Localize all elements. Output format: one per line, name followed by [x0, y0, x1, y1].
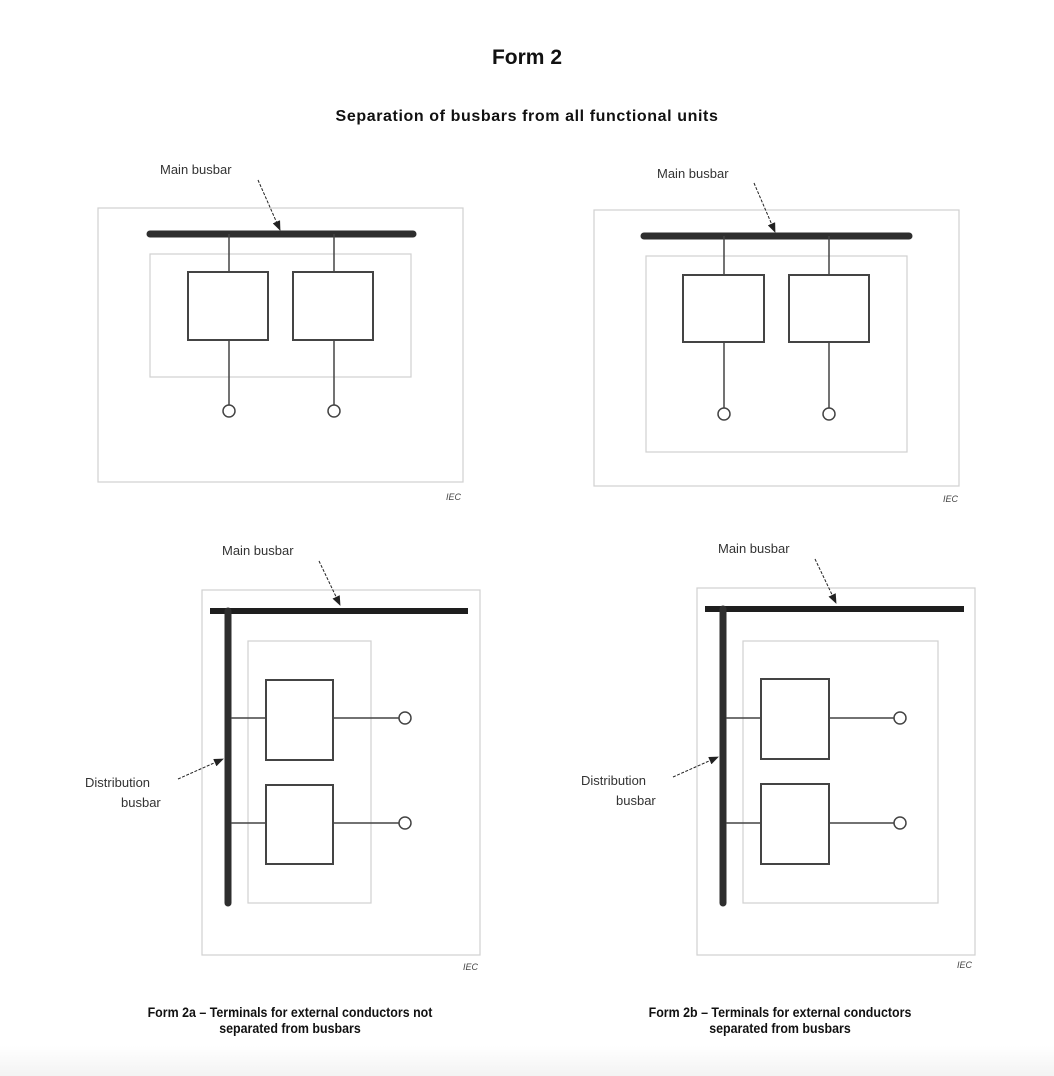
caption-form2b: Form 2b – Terminals for external conduct… [564, 1005, 996, 1037]
functional-unit-box [760, 678, 830, 760]
terminal-icon [893, 816, 907, 830]
caption-form2b-line1: Form 2b – Terminals for external conduct… [648, 1005, 912, 1020]
functional-unit-box [682, 274, 765, 343]
distribution-busbar-label: busbar [616, 793, 656, 808]
functional-unit-compartment [742, 640, 939, 904]
main-busbar-arrow [814, 558, 837, 604]
distribution-busbar-label: busbar [121, 795, 161, 810]
functional-unit-box [788, 274, 870, 343]
functional-unit-compartment [247, 640, 372, 904]
functional-unit-box [292, 271, 374, 341]
iec-watermark: IEC [957, 960, 973, 970]
iec-watermark: IEC [446, 492, 462, 502]
main-busbar-label: Main busbar [657, 166, 729, 181]
main-busbar-arrow [257, 179, 281, 231]
caption-form2a-line1: Form 2a – Terminals for external conduct… [147, 1005, 433, 1020]
distribution-busbar-label: Distribution [85, 775, 150, 790]
outer-enclosure [593, 209, 960, 487]
terminal-icon [398, 711, 412, 725]
distribution-busbar-arrow [672, 756, 719, 778]
functional-unit-compartment [645, 255, 908, 453]
caption-form2a: Form 2a – Terminals for external conduct… [74, 1005, 506, 1037]
terminal-icon [893, 711, 907, 725]
functional-unit-compartment [149, 253, 412, 378]
main-busbar-arrow [753, 182, 776, 233]
main-busbar-label: Main busbar [160, 162, 232, 177]
terminal-icon [398, 816, 412, 830]
functional-unit-box [187, 271, 269, 341]
terminal-icon [822, 407, 836, 421]
outer-enclosure [97, 207, 464, 483]
functional-unit-box [760, 783, 830, 865]
distribution-busbar-arrow [177, 758, 224, 780]
outer-enclosure [201, 589, 481, 956]
terminal-icon [717, 407, 731, 421]
page-subtitle: Separation of busbars from all functiona… [335, 108, 719, 125]
panel-form2b-horizontal: Main busbar IEC [593, 166, 960, 504]
iec-watermark: IEC [943, 494, 959, 504]
caption-form2a-line2: separated from busbars [219, 1021, 361, 1036]
functional-unit-box [265, 784, 334, 865]
panel-form2a-vertical: Main busbar Distribution busbar IEC [85, 543, 481, 972]
panel-form2b-vertical: Main busbar Distribution busbar IEC [581, 541, 976, 970]
terminal-icon [327, 404, 341, 418]
terminal-icon [222, 404, 236, 418]
outer-enclosure [696, 587, 976, 956]
bottom-band [0, 1046, 1054, 1076]
distribution-busbar-label: Distribution [581, 773, 646, 788]
caption-form2b-line2: separated from busbars [709, 1021, 851, 1036]
main-busbar-label: Main busbar [718, 541, 790, 556]
main-busbar-label: Main busbar [222, 543, 294, 558]
panel-form2a-horizontal: Main busbar IEC [97, 162, 464, 502]
main-busbar-arrow [318, 560, 341, 606]
page-title: Form 2 [491, 46, 562, 69]
functional-unit-box [265, 679, 334, 761]
iec-watermark: IEC [463, 962, 479, 972]
